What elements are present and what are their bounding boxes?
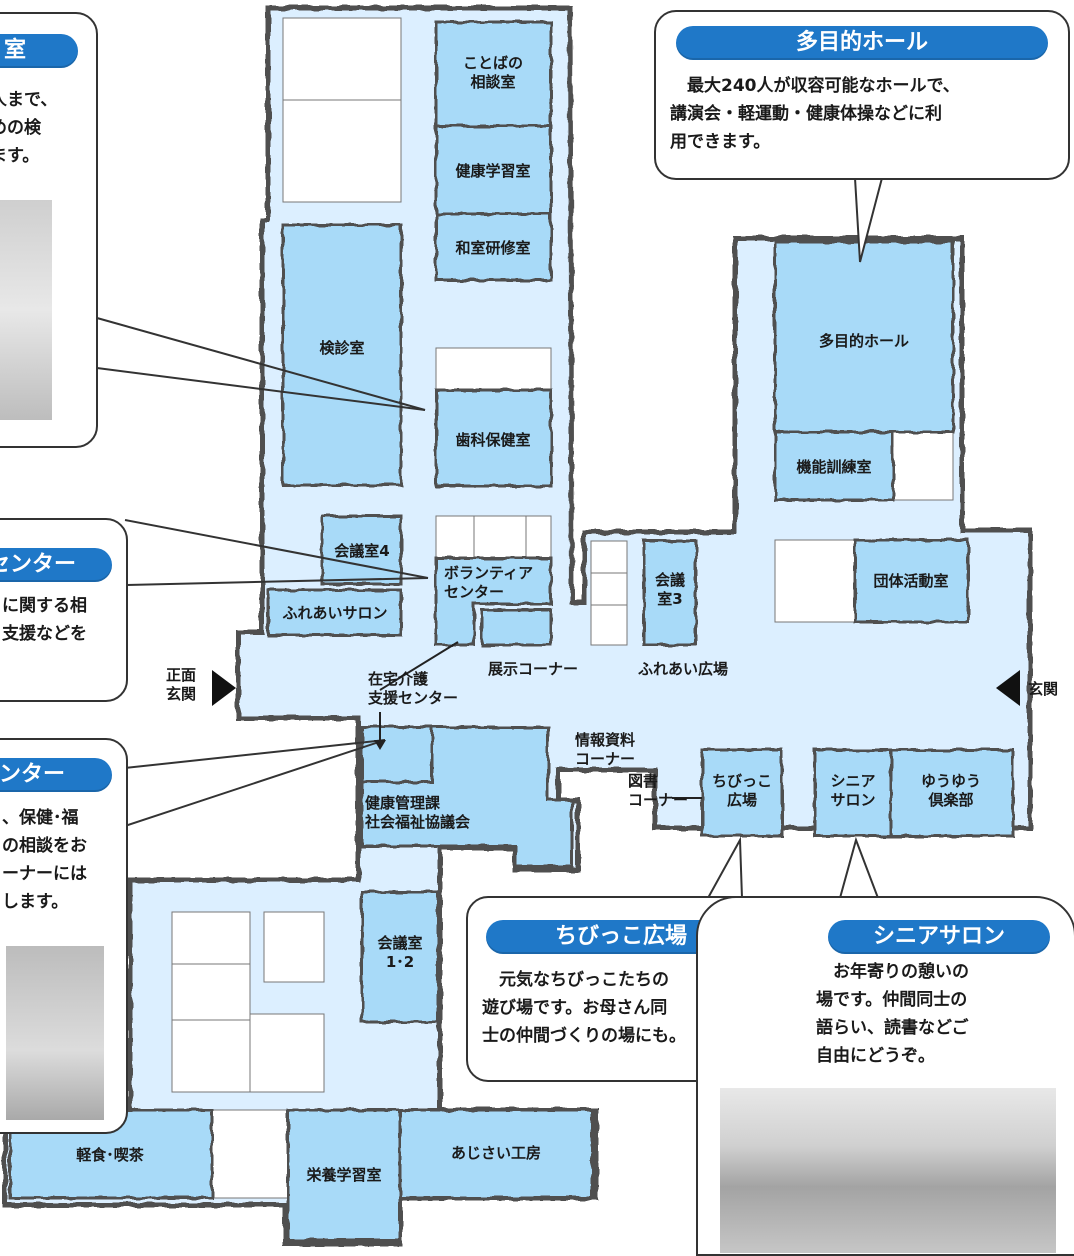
- label-senior: シニアサロン: [830, 772, 875, 809]
- callout-volunteer-title: センター: [0, 548, 112, 582]
- callout-volunteer-text: に関する相 支援などを: [2, 596, 87, 644]
- label-joho: 情報資料コーナー: [575, 731, 635, 768]
- callout-senior: シニアサロン お年寄りの憩いの 場です。仲間同士の 語らい、読書などご 自由にど…: [696, 896, 1074, 1256]
- callout-volunteer: センター に関する相 支援などを: [0, 518, 128, 702]
- callout-tamokuteki-title: 多目的ホール: [676, 26, 1048, 60]
- label-tamokuteki: 多目的ホール: [819, 332, 909, 350]
- room-volunteer[interactable]: [434, 556, 553, 647]
- senior-salon-photo: [720, 1088, 1056, 1253]
- zaitaku-pointer: [374, 641, 459, 750]
- dental-room-photo: [0, 200, 52, 420]
- callout-senior-title: シニアサロン: [828, 920, 1050, 954]
- callout-shika: 室 人まで、 めの検 ます。: [0, 12, 98, 448]
- callout-zaitaku-title: ンター: [0, 758, 112, 792]
- unlabeled-rooms: [171, 17, 954, 1199]
- label-keishoku: 軽食･喫茶: [76, 1146, 145, 1164]
- label-kino-kunren: 機能訓練室: [796, 458, 871, 476]
- label-shomen-genkan: 正面玄関: [166, 666, 196, 703]
- label-kaigi4: 会議室4: [334, 542, 389, 560]
- room-tenji[interactable]: [480, 608, 553, 647]
- room-kaigi3[interactable]: [642, 539, 698, 647]
- label-kotoba: ことばの相談室: [463, 54, 523, 91]
- main-entrance-arrow-icon: [212, 670, 236, 706]
- room-kotoba[interactable]: [434, 20, 553, 128]
- room-kaigi4[interactable]: [320, 514, 403, 586]
- label-tosho: 図書コーナー: [628, 772, 688, 809]
- label-yuyu: ゆうゆう倶楽部: [921, 772, 981, 809]
- label-washitsu: 和室研修室: [455, 239, 530, 257]
- room-tamokuteki[interactable]: [773, 240, 955, 434]
- label-kenko-gakushu: 健康学習室: [455, 162, 530, 180]
- callout-shika-text: 人まで、 めの検 ます。: [0, 90, 58, 166]
- room-shika[interactable]: [434, 388, 553, 488]
- entrance-arrow-icon: [996, 670, 1020, 706]
- label-genkan: 玄関: [1028, 680, 1058, 698]
- room-yuyu[interactable]: [889, 748, 1015, 838]
- room-fureai-salon[interactable]: [266, 588, 403, 637]
- label-chibikko: ちびっこ広場: [712, 772, 772, 809]
- room-kenko-kanri[interactable]: [360, 725, 574, 868]
- label-volunteer: ボランティアセンター: [444, 564, 533, 601]
- room-washitsu[interactable]: [434, 212, 553, 282]
- label-kaigi3: 会議室3: [655, 571, 685, 608]
- label-shika: 歯科保健室: [455, 431, 530, 449]
- callout-shika-title: 室: [0, 34, 78, 68]
- label-fureai-salon: ふれあいサロン: [282, 604, 387, 622]
- room-dantai[interactable]: [853, 538, 970, 624]
- label-eiyo: 栄養学習室: [305, 1166, 381, 1184]
- label-tenji: 展示コーナー: [488, 660, 578, 678]
- label-fureai-hiroba: ふれあい広場: [638, 660, 728, 678]
- room-kino-kunren[interactable]: [773, 430, 895, 502]
- callout-zaitaku-text: 、保健･福 の相談をお ーナーには します。: [2, 808, 87, 912]
- room-kaigi12[interactable]: [360, 890, 440, 1024]
- label-kenshin: 検診室: [319, 339, 364, 357]
- room-zaitaku[interactable]: [360, 725, 434, 784]
- wheelchair-photo: [6, 946, 104, 1120]
- room-chibikko[interactable]: [700, 748, 784, 838]
- label-zaitaku: 在宅介護支援センター: [367, 670, 458, 707]
- callout-zaitaku: ンター 、保健･福 の相談をお ーナーには します。: [0, 738, 128, 1134]
- room-kenshin[interactable]: [281, 223, 403, 487]
- callout-chibikko-text: 元気なちびっこたちの 遊び場です。お母さん同 士の仲間づくりの場にも。: [482, 970, 686, 1046]
- room-ajisai[interactable]: [398, 1108, 594, 1200]
- callout-tamokuteki-text: 最大240人が収容可能なホールで、 講演会・軽運動・健康体操などに利 用できます…: [670, 76, 960, 152]
- label-dantai: 団体活動室: [873, 572, 948, 590]
- callout-pointers-left: [96, 317, 429, 827]
- room-senior[interactable]: [813, 748, 893, 838]
- label-ajisai: あじさい工房: [451, 1144, 541, 1162]
- callout-senior-text: お年寄りの憩いの 場です。仲間同士の 語らい、読書などご 自由にどうぞ。: [816, 962, 969, 1066]
- callout-tamokuteki: 多目的ホール 最大240人が収容可能なホールで、 講演会・軽運動・健康体操などに…: [654, 10, 1070, 180]
- room-eiyo[interactable]: [286, 1108, 402, 1242]
- label-kenko-kanri: 健康管理課社会福祉協議会: [364, 794, 470, 831]
